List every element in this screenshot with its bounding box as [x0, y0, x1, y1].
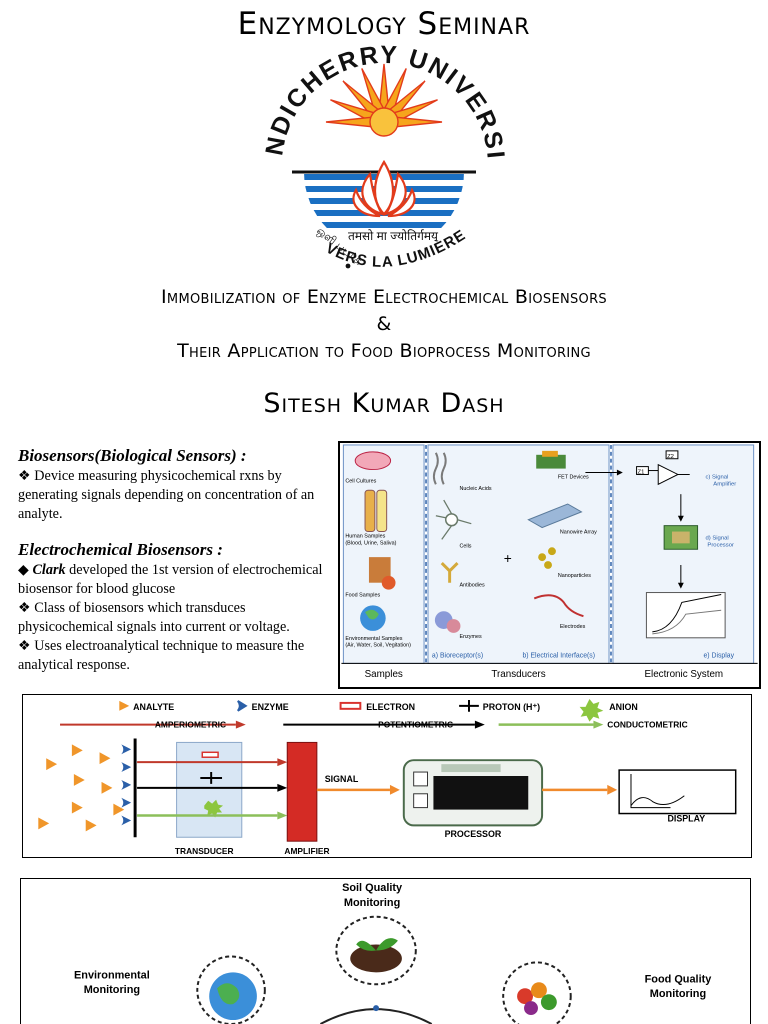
bioreceptor-label: Nucleic Acids [459, 486, 491, 492]
university-logo: PONDICHERRY UNIVERSITY तमसो मा ज्योतिर्ग… [252, 44, 508, 271]
electronics-label: c) Signal [705, 474, 728, 480]
sample-label: (Blood, Urine, Saliva) [345, 540, 396, 546]
page-title: Enzymology Seminar [237, 6, 531, 42]
legend-proton: PROTON (H⁺) [483, 702, 540, 712]
analyte-icon [119, 700, 130, 711]
method-potentiometric: POTENTIOMETRIC [378, 720, 453, 730]
interface-label: FET Devices [558, 474, 589, 480]
environmental-label-line1: Environmental [74, 969, 150, 981]
subtitle-line-1: Immobilization of Enzyme Electrochemical… [161, 286, 607, 308]
footer-electronic-system: Electronic System [644, 669, 723, 680]
interface-label: Nanoparticles [558, 573, 591, 579]
electronics-label: e) Display [703, 652, 734, 659]
environmental-label-line2: Monitoring [84, 984, 140, 996]
display-label: DISPLAY [667, 813, 705, 823]
soil-label-line2: Monitoring [344, 897, 400, 909]
plus-sign: + [504, 551, 512, 566]
electrochemical-bullet-3: ❖ Uses electroanalytical technique to me… [18, 638, 305, 673]
subtitle-line-2: Their Application to Food Bioprocess Mon… [177, 340, 591, 362]
method-conductometric: CONDUCTOMETRIC [607, 720, 687, 730]
food-label-line1: Food Quality [645, 973, 712, 985]
legend-enzyme: ENZYME [252, 702, 289, 712]
processor-label: PROCESSOR [445, 829, 502, 839]
lotus-icon [352, 159, 416, 218]
footer-transducers: Transducers [491, 669, 545, 680]
interface-label: Nanowire Array [560, 530, 597, 536]
processor-device [402, 759, 544, 827]
footer-samples: Samples [365, 669, 403, 680]
bullet-diamond-icon: ❖ [18, 600, 35, 616]
bullet-diamond-icon: ❖ [18, 638, 35, 654]
electronics-label: Amplifier [713, 481, 736, 487]
sample-label: (Air, Water, Soil, Vegitation) [345, 643, 411, 649]
applications-figure: Soil Quality Monitoring Environmental Mo… [20, 878, 751, 1024]
definitions-column: Biosensors(Biological Sensors) : ❖ Devic… [18, 446, 336, 675]
electrochemical-heading: Electrochemical Biosensors : [18, 540, 223, 559]
soil-icon [350, 944, 402, 973]
bioreceptor-label: Cells [459, 543, 471, 549]
legend-anion: ANION [609, 702, 638, 712]
legend-analyte: ANALYTE [133, 702, 174, 712]
biosensors-heading: Biosensors(Biological Sensors) : [18, 446, 247, 465]
analyte-molecules [38, 744, 125, 832]
anion-icon [579, 698, 604, 722]
subtitle-ampersand: & [376, 313, 392, 335]
electronics-label: Processor [707, 542, 734, 548]
author-name: Sitesh Kumar Dash [263, 388, 505, 419]
signal-label: SIGNAL [325, 774, 359, 784]
amplifier-label: AMPLIFIER [284, 846, 329, 856]
transducer-label: TRANSDUCER [175, 846, 234, 856]
sample-label: Human Samples [345, 533, 385, 539]
impedance-label: Z2 [667, 454, 674, 460]
bioreceptor-label: Antibodies [459, 583, 485, 589]
bullet-diamond-icon: ❖ [18, 468, 35, 484]
display-screen [618, 769, 737, 815]
transducer-block [176, 741, 243, 838]
sample-label: Cell Cultures [345, 478, 376, 484]
enzyme-icon [237, 700, 248, 712]
electrochemical-bullet-1: ◆ Clark developed the 1st version of ele… [18, 562, 323, 597]
bullet-solid-diamond-icon: ◆ [18, 562, 33, 578]
electron-icon [339, 701, 362, 710]
biosensor-components-figure: Cell Cultures Human Samples (Blood, Urin… [338, 441, 761, 689]
enzyme-layer [121, 744, 132, 826]
biosensors-bullet: ❖ Device measuring physicochemical rxns … [18, 468, 315, 522]
electronics-label: d) Signal [705, 535, 728, 541]
vegetables-icon [517, 982, 557, 1016]
method-amperiometric: AMPERIOMETRIC [155, 720, 226, 730]
legend-electron: ELECTRON [366, 702, 415, 712]
logo-motto: तमसो मा ज्योतिर्गमय [348, 229, 439, 243]
electrochemical-bullet-2: ❖ Class of biosensors which transduces p… [18, 600, 290, 635]
amplifier-block [286, 741, 318, 842]
soil-label-line1: Soil Quality [342, 882, 402, 894]
electrochemical-principle-figure: ANALYTE ENZYME ELECTRON PROTON (H⁺) ANIO… [22, 694, 752, 858]
sample-label: Food Samples [345, 592, 380, 598]
sample-label: Environmental Samples [345, 636, 402, 642]
food-label-line2: Monitoring [650, 988, 706, 1000]
bioreceptor-caption: a) Bioreceptor(s) [432, 652, 483, 659]
interface-label: Electrodes [560, 624, 586, 630]
proton-icon [459, 699, 479, 712]
impedance-label: Z1 [638, 470, 645, 476]
sun-icon [325, 63, 443, 137]
interface-caption: b) Electrical Interface(s) [522, 652, 595, 659]
bioreceptor-label: Enzymes [459, 634, 482, 640]
